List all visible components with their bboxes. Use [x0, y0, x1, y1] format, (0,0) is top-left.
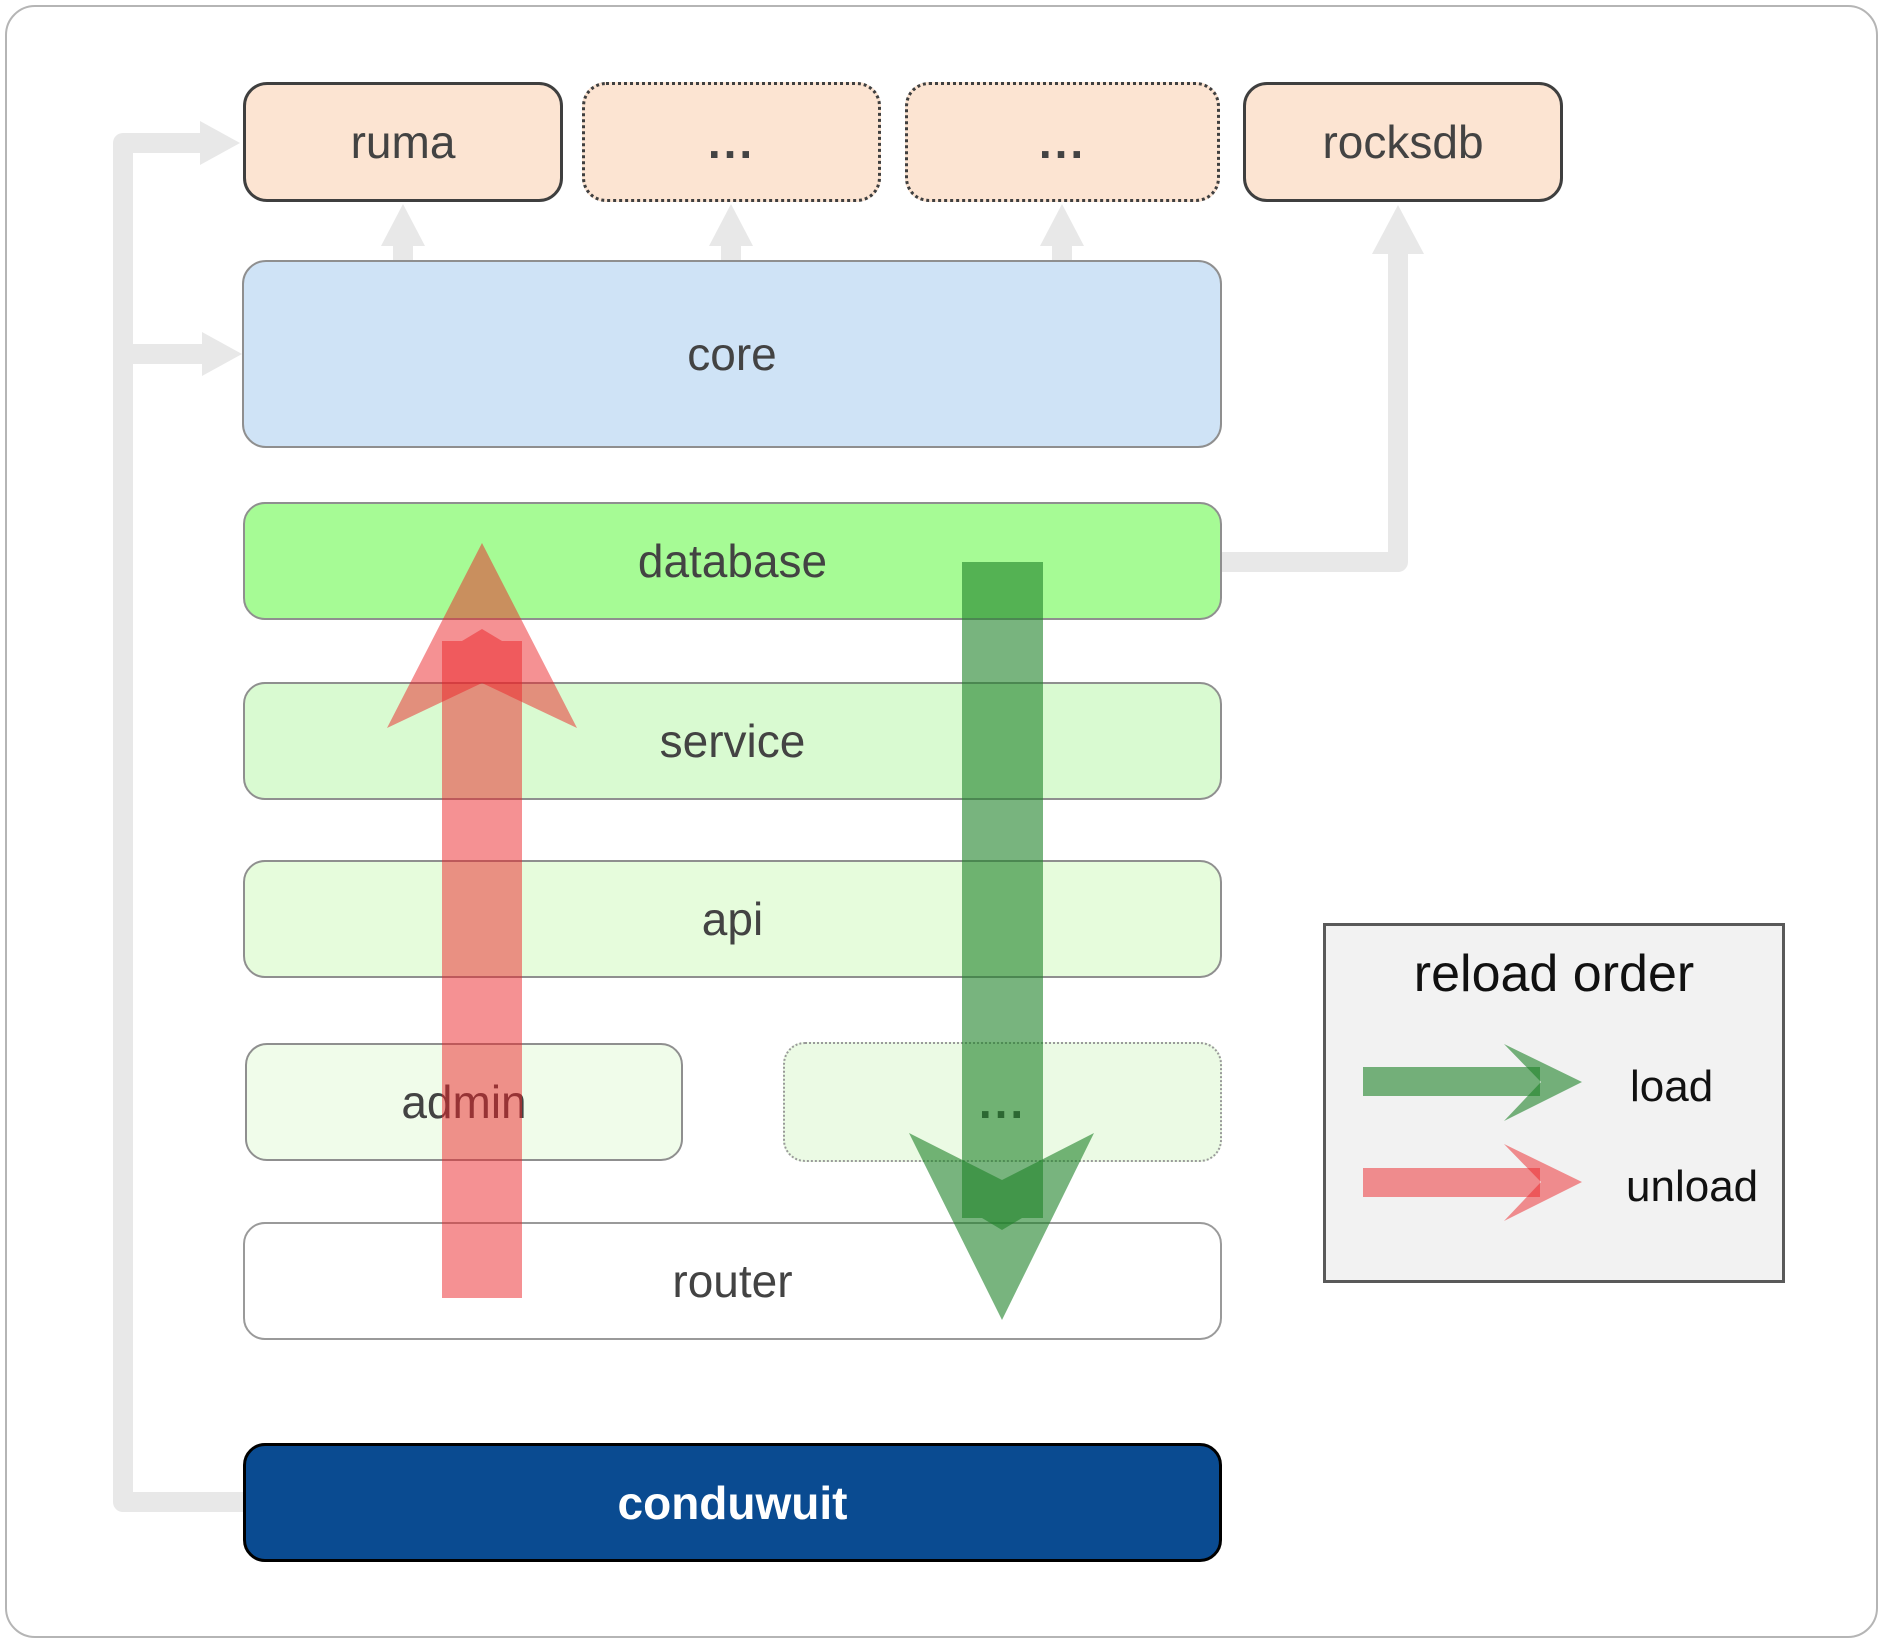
node-conduwuit: conduwuit [243, 1443, 1222, 1562]
node-core: core [242, 260, 1222, 448]
node-service: service [243, 682, 1222, 800]
node-admin-more-label: ... [978, 1076, 1027, 1128]
node-api-label: api [701, 893, 764, 945]
node-admin-label: admin [401, 1076, 527, 1128]
node-ruma: ruma [243, 82, 563, 202]
core-to-ext2-arrow-icon [1040, 204, 1084, 263]
node-external-2-label: ... [1038, 116, 1087, 168]
page-border [5, 5, 1878, 1638]
node-admin-more: ... [783, 1042, 1222, 1162]
node-external-1-label: ... [707, 116, 756, 168]
node-router-label: router [672, 1255, 793, 1307]
legend-load-label: load [1630, 1062, 1714, 1111]
core-to-ext1-arrow-icon [709, 204, 753, 263]
node-core-label: core [687, 328, 777, 380]
core-arrowhead-icon [202, 332, 242, 376]
node-conduwuit-label: conduwuit [617, 1476, 848, 1529]
legend-unload-label: unload [1626, 1162, 1759, 1211]
conduwuit-to-ruma-line [113, 133, 243, 1512]
node-database: database [243, 502, 1222, 620]
node-rocksdb: rocksdb [1243, 82, 1563, 202]
node-admin: admin [245, 1043, 683, 1161]
ruma-arrowhead-icon [200, 121, 240, 165]
node-database-label: database [637, 535, 828, 587]
node-external-2: ... [905, 82, 1220, 202]
node-router: router [243, 1222, 1222, 1340]
core-to-ruma-arrow-icon [381, 204, 425, 263]
node-service-label: service [659, 715, 806, 767]
node-external-1: ... [582, 82, 881, 202]
legend-title: reload order [1413, 945, 1695, 1003]
legend-reload-order: reload order load unload [1323, 923, 1785, 1283]
database-to-rocksdb-line [1222, 252, 1408, 572]
rocksdb-arrowhead-icon [1372, 205, 1424, 254]
node-ruma-label: ruma [350, 116, 456, 168]
node-rocksdb-label: rocksdb [1322, 116, 1484, 168]
node-api: api [243, 860, 1222, 978]
